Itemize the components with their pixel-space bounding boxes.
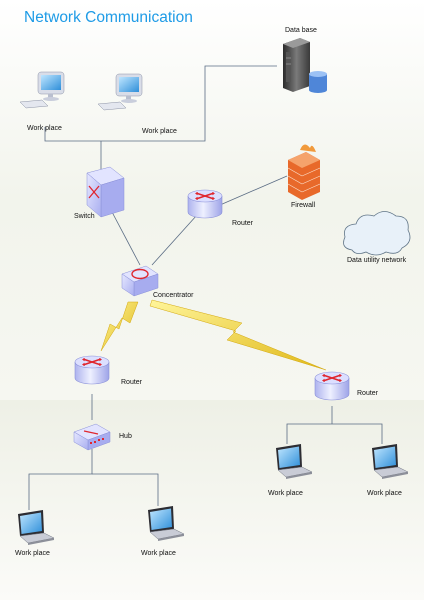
background-band-bottom: [0, 400, 424, 600]
concentrator-icon: [121, 265, 159, 297]
router-icon: [314, 371, 350, 401]
hub-label: Hub: [119, 433, 132, 440]
laptop-icon: [275, 443, 313, 480]
workplace-label: Work place: [15, 550, 50, 557]
router-label: Router: [121, 379, 143, 386]
page-title: Network Communication: [24, 9, 193, 26]
cloud-label: Data utility network: [347, 257, 407, 264]
laptop-icon: [17, 509, 55, 546]
workplace-label: Work place: [142, 128, 177, 135]
hub-icon: [73, 423, 111, 451]
workplace-label: Work place: [268, 490, 303, 497]
server-tower-icon: [283, 38, 327, 93]
router-label: Router: [357, 390, 379, 397]
firewall-label: Firewall: [291, 202, 316, 209]
router-icon: [74, 355, 110, 385]
workplace-label: Work place: [367, 490, 402, 497]
router-icon: [187, 189, 223, 219]
desktop-computer-icon: [97, 73, 143, 111]
laptop-icon: [371, 443, 409, 480]
database-label: Data base: [285, 27, 317, 34]
workplace-label: Work place: [27, 125, 62, 132]
background-band-top: [0, 0, 424, 200]
lightning-link-icon: [100, 301, 139, 352]
cloud-icon: [343, 211, 411, 256]
workplace-label: Work place: [141, 550, 176, 557]
lightning-link-icon: [149, 299, 327, 371]
switch-icon: [86, 166, 125, 218]
connection-wires: [28, 65, 383, 510]
router-label: Router: [232, 220, 254, 227]
switch-label: Switch: [74, 213, 95, 220]
concentrator-label: Concentrator: [153, 292, 194, 299]
desktop-computer-icon: [19, 71, 65, 109]
brick-firewall-icon: [287, 144, 321, 200]
laptop-icon: [147, 505, 185, 542]
